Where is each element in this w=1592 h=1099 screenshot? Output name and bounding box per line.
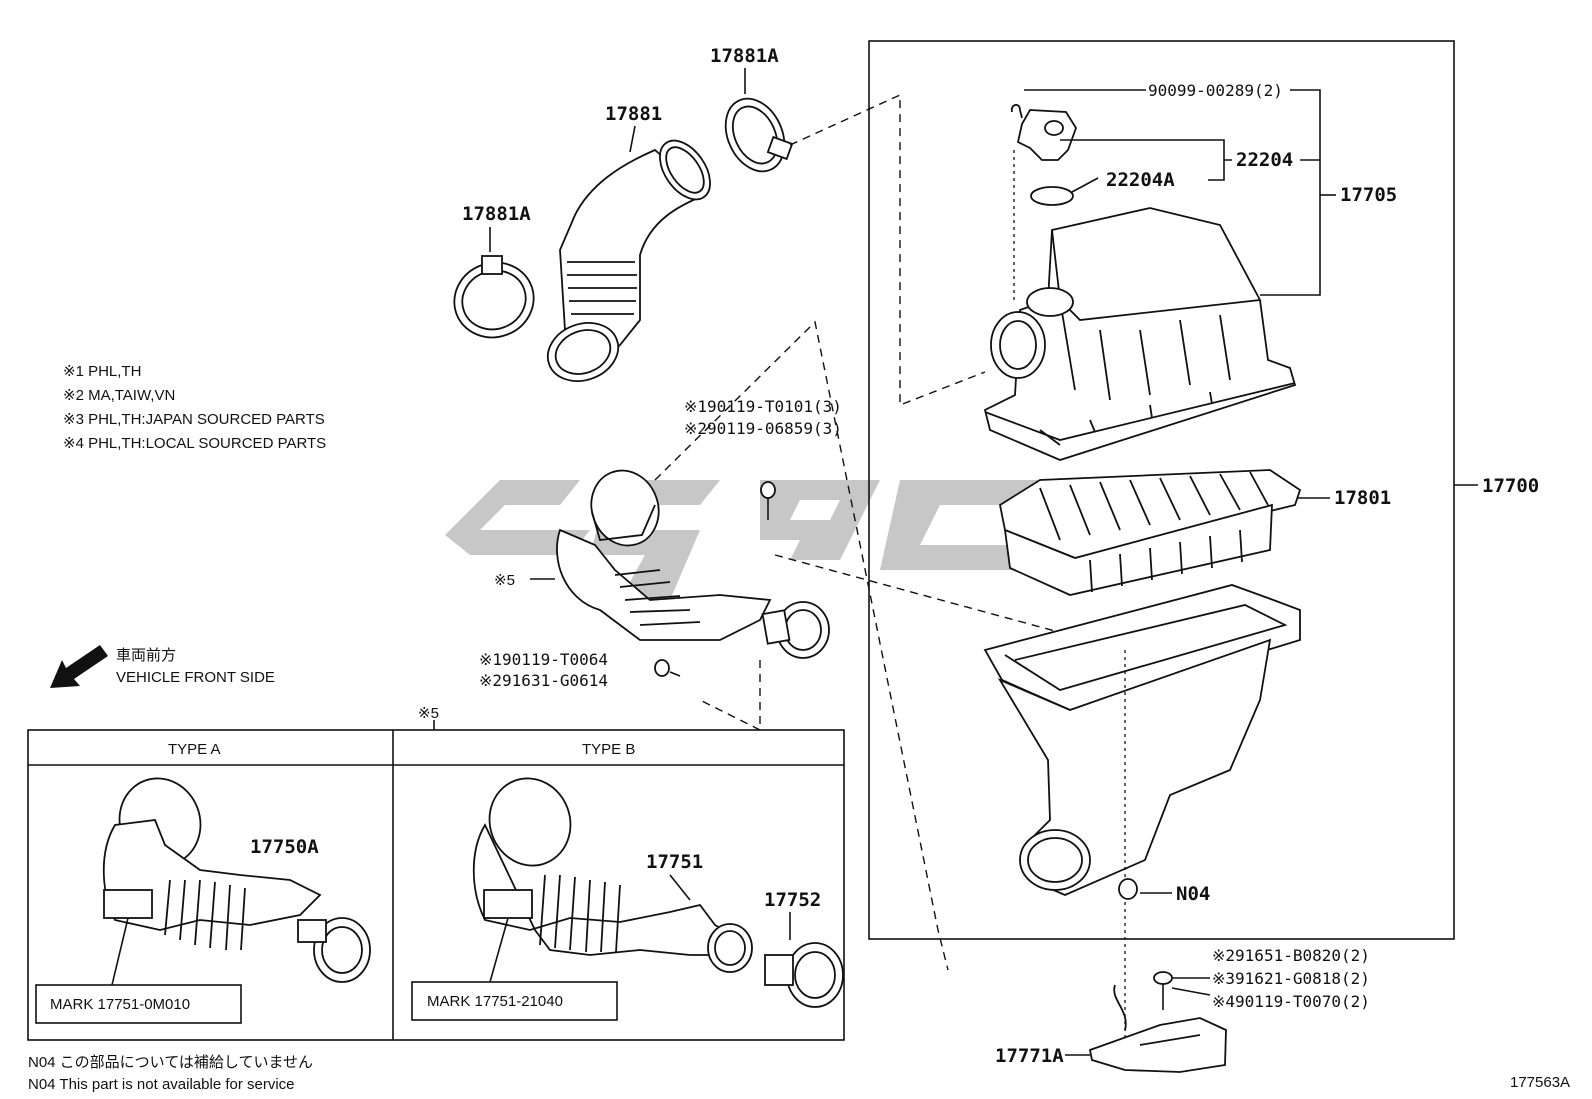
label-bolt-1: ※190119-T0101(3) bbox=[684, 397, 842, 416]
label-17750A: 17750A bbox=[250, 836, 319, 858]
clamp-17881A-top bbox=[724, 68, 794, 173]
front-side-jp: 車両前方 bbox=[116, 647, 176, 664]
label-17771A: 17771A bbox=[995, 1045, 1064, 1067]
note-2: ※2 MA,TAIW,VN bbox=[63, 387, 175, 404]
label-bracket-bolt-2: ※391621-G0818(2) bbox=[1212, 969, 1370, 988]
clamp-17881A-left bbox=[453, 227, 535, 339]
duct-type-table bbox=[27, 720, 845, 1041]
note-4: ※4 PHL,TH:LOCAL SOURCED PARTS bbox=[63, 435, 326, 452]
note-3: ※3 PHL,TH:JAPAN SOURCED PARTS bbox=[63, 411, 325, 428]
label-17881A-left: 17881A bbox=[462, 203, 531, 225]
label-mark5-duct: ※5 bbox=[494, 572, 515, 589]
label-17881: 17881 bbox=[605, 103, 662, 125]
table-mark5: ※5 bbox=[418, 705, 439, 722]
label-17801: 17801 bbox=[1334, 487, 1391, 509]
mark-type-a: MARK 17751-0M010 bbox=[50, 996, 190, 1013]
lower-case bbox=[983, 584, 1301, 1050]
label-90099-00289: 90099-00289(2) bbox=[1148, 81, 1283, 100]
air-filter-17801 bbox=[998, 469, 1330, 596]
assembly-frame-17700 bbox=[868, 40, 1455, 940]
label-22204: 22204 bbox=[1236, 149, 1293, 171]
label-screw-1: ※190119-T0064 bbox=[479, 650, 608, 669]
bracket-17771A bbox=[1065, 971, 1227, 1073]
footer-n04-en: N04 This part is not available for servi… bbox=[28, 1076, 295, 1093]
label-17881A-top: 17881A bbox=[710, 45, 779, 67]
diagram-id: 177563A bbox=[1510, 1074, 1570, 1091]
upper-housing-17705 bbox=[983, 207, 1297, 461]
label-22204A: 22204A bbox=[1106, 169, 1175, 191]
airflow-sensor-22204 bbox=[1010, 89, 1336, 300]
table-header-type-a: TYPE A bbox=[168, 741, 221, 758]
label-17752: 17752 bbox=[764, 889, 821, 911]
mark-type-b: MARK 17751-21040 bbox=[427, 993, 563, 1010]
label-screw-2: ※291631-G0614 bbox=[479, 671, 608, 690]
table-header-type-b: TYPE B bbox=[582, 741, 635, 758]
front-side-en: VEHICLE FRONT SIDE bbox=[116, 669, 275, 686]
label-17705: 17705 bbox=[1340, 184, 1397, 206]
duct-type-b bbox=[411, 777, 844, 1021]
label-N04: N04 bbox=[1176, 883, 1210, 905]
label-bracket-bolt-3: ※490119-T0070(2) bbox=[1212, 992, 1370, 1011]
footer-n04-jp: N04 この部品については補給していません bbox=[28, 1054, 313, 1071]
hose-17881 bbox=[546, 125, 711, 382]
note-1: ※1 PHL,TH bbox=[63, 363, 141, 380]
label-17751: 17751 bbox=[646, 851, 703, 873]
duct-type-a bbox=[35, 777, 371, 1024]
label-17700: 17700 bbox=[1482, 475, 1539, 497]
intake-duct-assembly bbox=[530, 469, 830, 677]
label-bolt-2: ※290119-06859(3) bbox=[684, 419, 842, 438]
label-bracket-bolt-1: ※291651-B0820(2) bbox=[1212, 946, 1370, 965]
vehicle-front-arrow-icon bbox=[50, 645, 108, 688]
